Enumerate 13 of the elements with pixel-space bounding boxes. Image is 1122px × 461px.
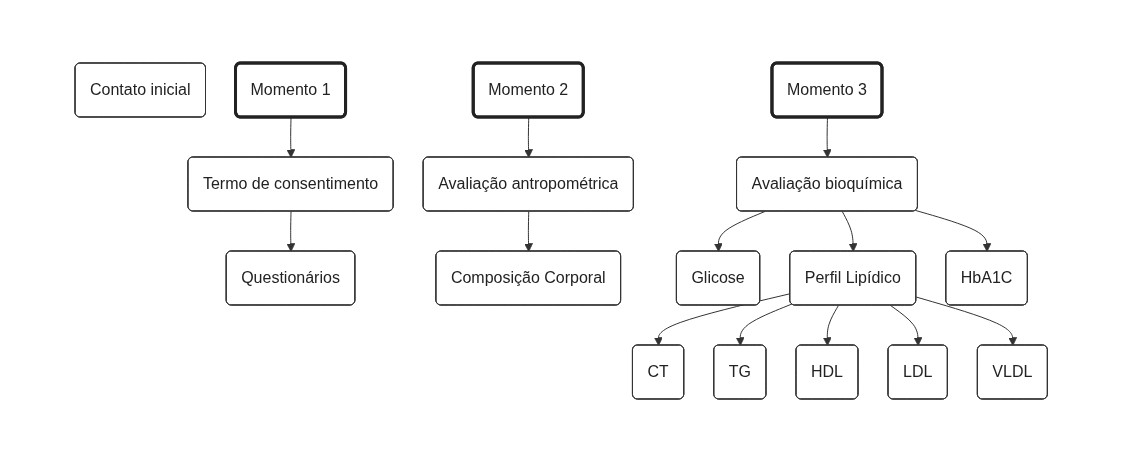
arrow [841, 210, 858, 252]
arrow [286, 210, 296, 252]
arrow [915, 209, 992, 252]
arrow [286, 116, 296, 158]
arrow [713, 210, 766, 252]
arrow [735, 303, 793, 346]
arrow [653, 292, 791, 346]
arrow [523, 210, 533, 252]
arrow [822, 116, 832, 158]
arrow [915, 296, 1017, 346]
arrow [822, 304, 839, 346]
arrow [523, 116, 533, 158]
arrow [889, 304, 923, 346]
